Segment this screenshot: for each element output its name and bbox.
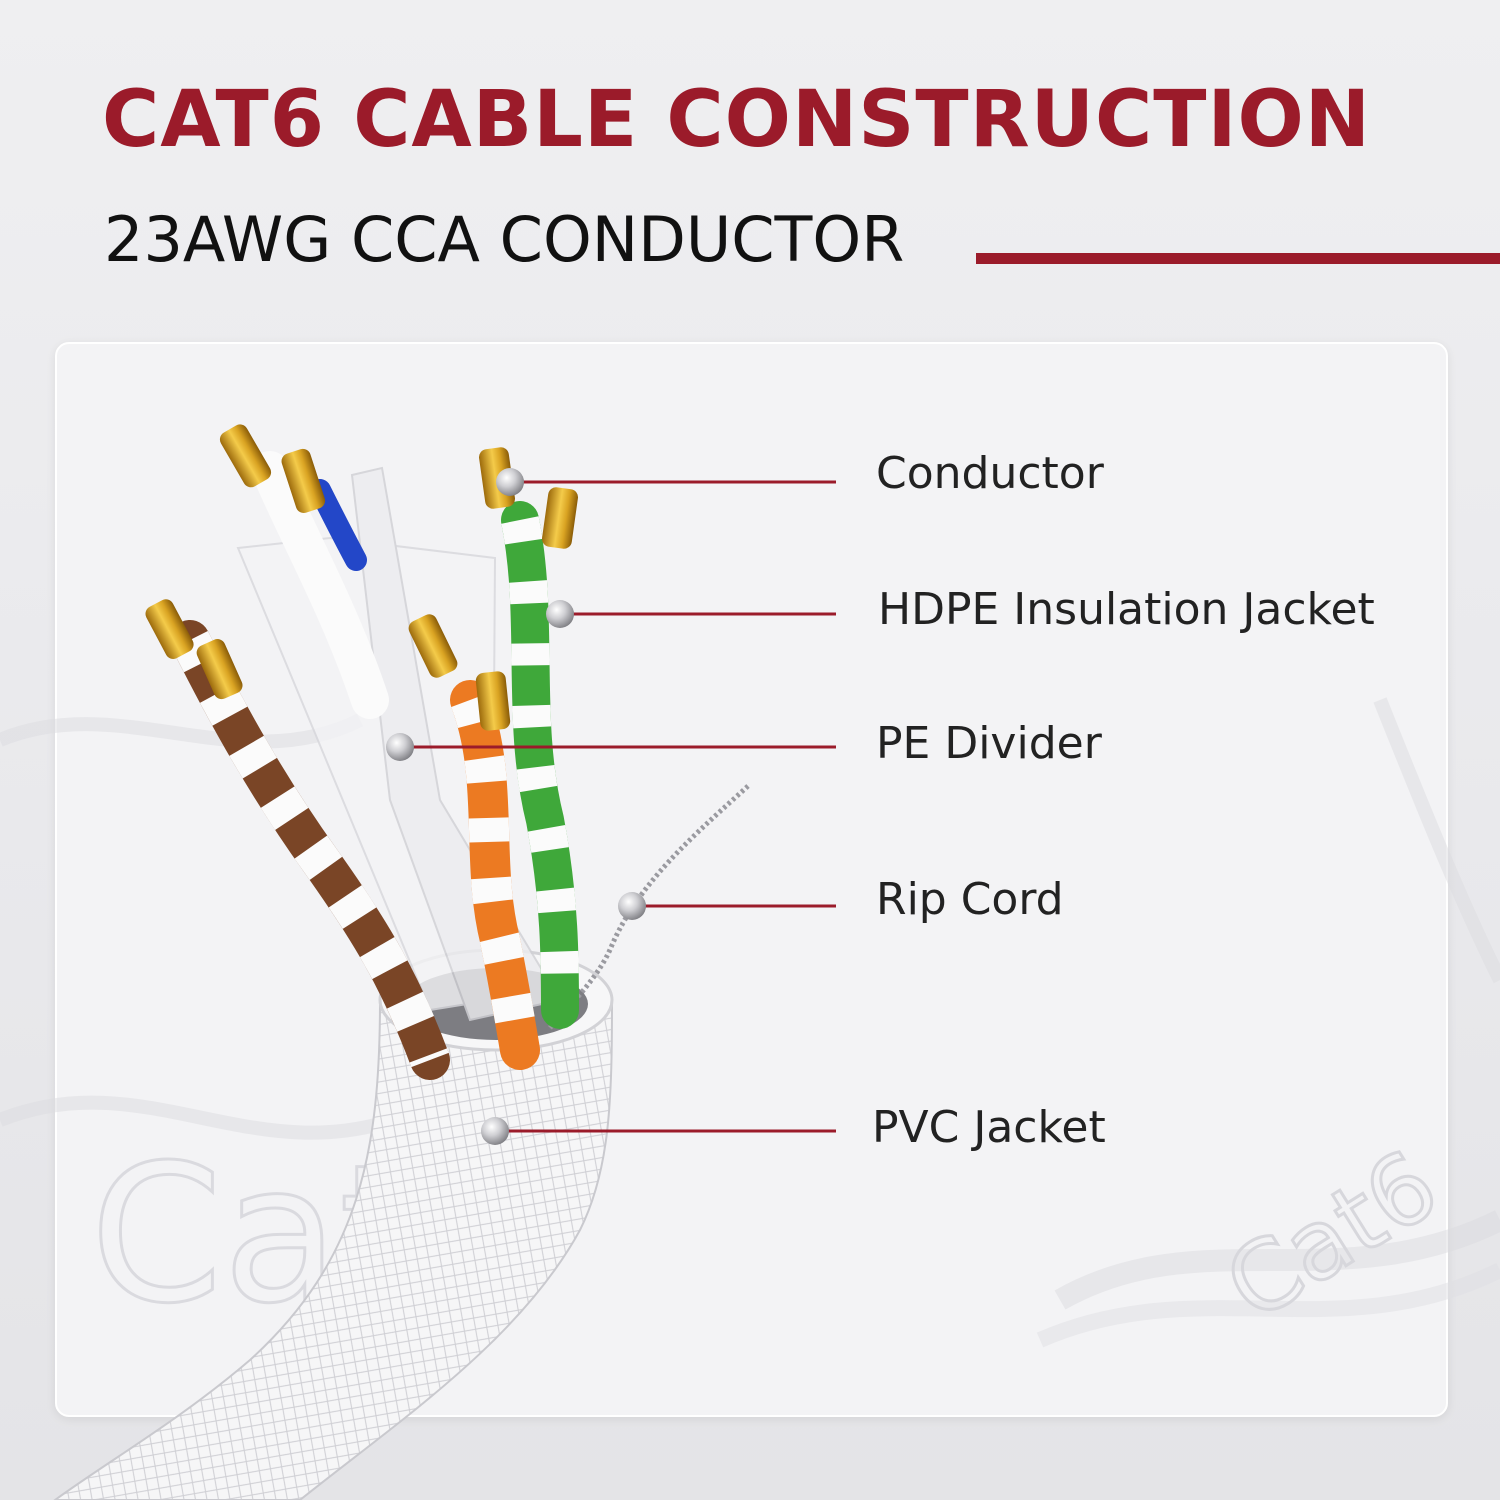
label-rip-cord: Rip Cord [876,874,1064,925]
label-conductor: Conductor [876,448,1104,499]
brown-pair [145,599,450,1080]
silver-bead-icon [546,600,574,628]
silver-bead-icon [496,468,524,496]
callout-lines [400,480,836,1133]
page-title: CAT6 CABLE CONSTRUCTION [102,75,1372,165]
label-pe-divider: PE Divider [876,718,1102,769]
silver-bead-icon [481,1117,509,1145]
silver-bead-icon [386,733,414,761]
subtitle-accent-rule [976,253,1500,264]
label-pvc-jacket: PVC Jacket [872,1102,1106,1153]
orange-pair [408,614,540,1070]
page-subtitle: 23AWG CCA CONDUCTOR [104,203,905,276]
label-hdpe-insulation-jacket: HDPE Insulation Jacket [878,584,1375,635]
watermark-swirls [0,697,1500,1348]
silver-bead-icon [618,892,646,920]
blue-pair [219,424,389,719]
